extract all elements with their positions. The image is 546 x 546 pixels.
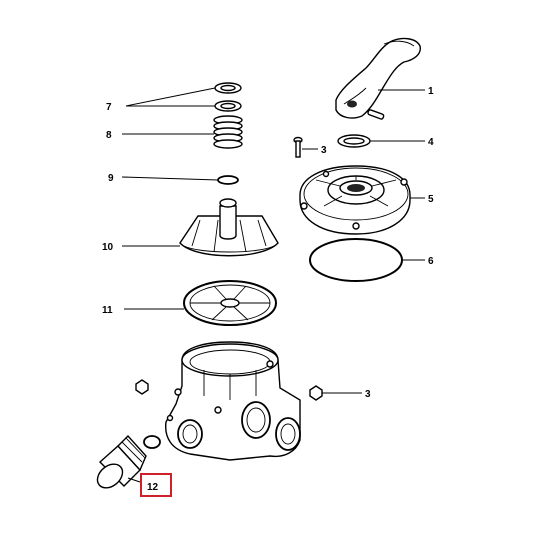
part-spring bbox=[213, 115, 243, 149]
callout-8: 8 bbox=[106, 130, 112, 141]
leader-7a bbox=[125, 87, 216, 107]
leader-9 bbox=[121, 176, 219, 181]
callout-6: 6 bbox=[428, 256, 434, 267]
callout-10: 10 bbox=[102, 242, 114, 253]
part-rotor bbox=[179, 198, 279, 257]
part-valve-body bbox=[165, 341, 301, 461]
part-o-ring-small bbox=[217, 175, 239, 185]
leader-12 bbox=[127, 477, 141, 483]
callout-9: 9 bbox=[108, 173, 114, 184]
callout-1: 1 bbox=[428, 86, 434, 97]
part-valve-cover bbox=[299, 165, 411, 235]
part-o-ring-large bbox=[309, 238, 403, 282]
callout-3-top: 3 bbox=[321, 145, 327, 156]
part-drain-plug bbox=[96, 434, 161, 489]
part-handle bbox=[335, 37, 421, 120]
callout-4: 4 bbox=[428, 137, 434, 148]
part-spider-gasket bbox=[183, 280, 277, 326]
part-nut-left bbox=[135, 379, 149, 395]
callout-3-bottom: 3 bbox=[365, 389, 371, 400]
part-washers-pair bbox=[214, 82, 242, 112]
highlight-box-12 bbox=[140, 473, 172, 497]
callout-12: 12 bbox=[147, 482, 159, 493]
callout-7: 7 bbox=[106, 102, 112, 113]
part-washer bbox=[337, 134, 371, 148]
callout-11: 11 bbox=[102, 305, 113, 316]
part-screw-top bbox=[293, 136, 303, 158]
part-nut-right bbox=[309, 385, 323, 401]
callout-5: 5 bbox=[428, 194, 434, 205]
